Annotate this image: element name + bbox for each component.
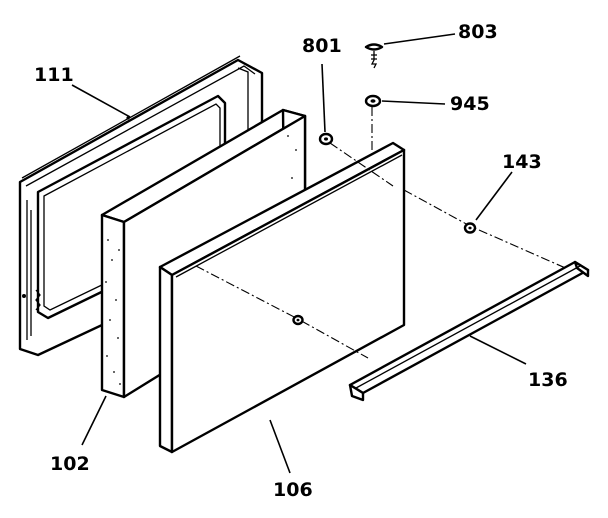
callout-111: 111 [34,64,74,86]
callout-102: 102 [50,453,90,475]
bumper-801 [318,132,334,146]
trim-strip-136 [348,260,590,402]
washer-945 [364,94,382,108]
callout-143: 143 [502,151,542,173]
callout-106: 106 [273,479,313,501]
screw-803 [364,43,384,69]
callout-945: 945 [450,93,490,115]
bumper-on-door-face [292,314,304,326]
callout-136: 136 [528,369,568,391]
outer-door-panel-106 [158,141,406,454]
callouts: 111 102 106 136 143 801 803 945 [34,21,568,501]
bumper-143 [463,222,477,234]
leader-lines [71,33,527,474]
callout-801: 801 [302,35,342,57]
callout-803: 803 [458,21,498,43]
